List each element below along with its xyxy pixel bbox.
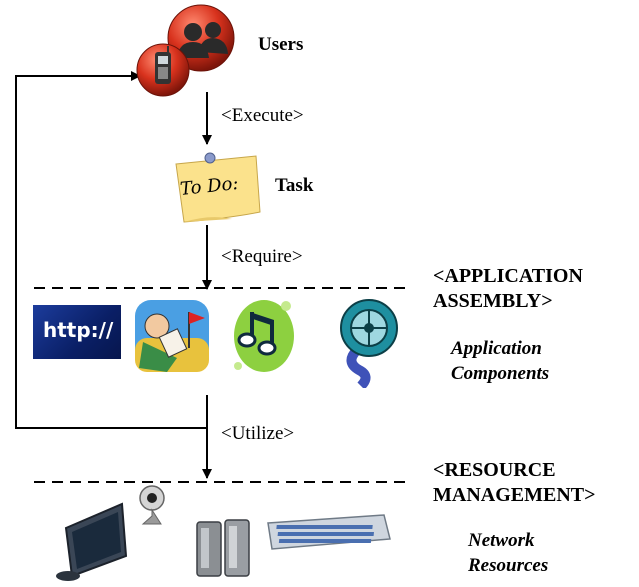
network-resources-line-1: Network	[468, 530, 535, 551]
users-group-icon	[167, 4, 235, 72]
music-notes-icon	[230, 294, 298, 374]
network-resources-line-2: Resources	[468, 555, 549, 576]
speakers-icon	[195, 518, 253, 578]
sticky-note-icon	[175, 152, 261, 223]
mobile-phone-icon	[136, 43, 190, 97]
application-heading-line-2: ASSEMBLY>	[433, 290, 553, 312]
execute-label: <Execute>	[221, 105, 304, 126]
http-icon: http://	[33, 305, 121, 359]
feedback-loop-arrow	[15, 71, 207, 429]
application-heading-line-1: <APPLICATION	[433, 265, 583, 287]
utilize-label: <Utilize>	[221, 423, 295, 444]
users-icon-group	[135, 2, 240, 102]
resource-management-heading: <RESOURCE MANAGEMENT>	[433, 458, 596, 508]
resource-heading-line-1: <RESOURCE	[433, 459, 556, 481]
application-components-label: Application Components	[451, 336, 549, 386]
http-icon-text: http://	[43, 318, 114, 342]
application-components-line-2: Components	[451, 363, 550, 384]
delivery-man-icon	[133, 298, 211, 374]
monitor-icon	[52, 502, 132, 582]
task-note: To Do:	[170, 148, 266, 226]
require-label: <Require>	[221, 246, 303, 267]
application-components-line-1: Application	[451, 338, 542, 359]
users-label: Users	[258, 34, 304, 55]
task-label: Task	[275, 175, 314, 196]
resource-heading-line-2: MANAGEMENT>	[433, 484, 596, 506]
application-assembly-heading: <APPLICATION ASSEMBLY>	[433, 264, 583, 314]
film-reel-icon	[331, 298, 401, 390]
network-resources-label: Network Resources	[468, 528, 548, 578]
webcam-icon	[135, 484, 169, 526]
keyboard-icon	[262, 513, 392, 551]
